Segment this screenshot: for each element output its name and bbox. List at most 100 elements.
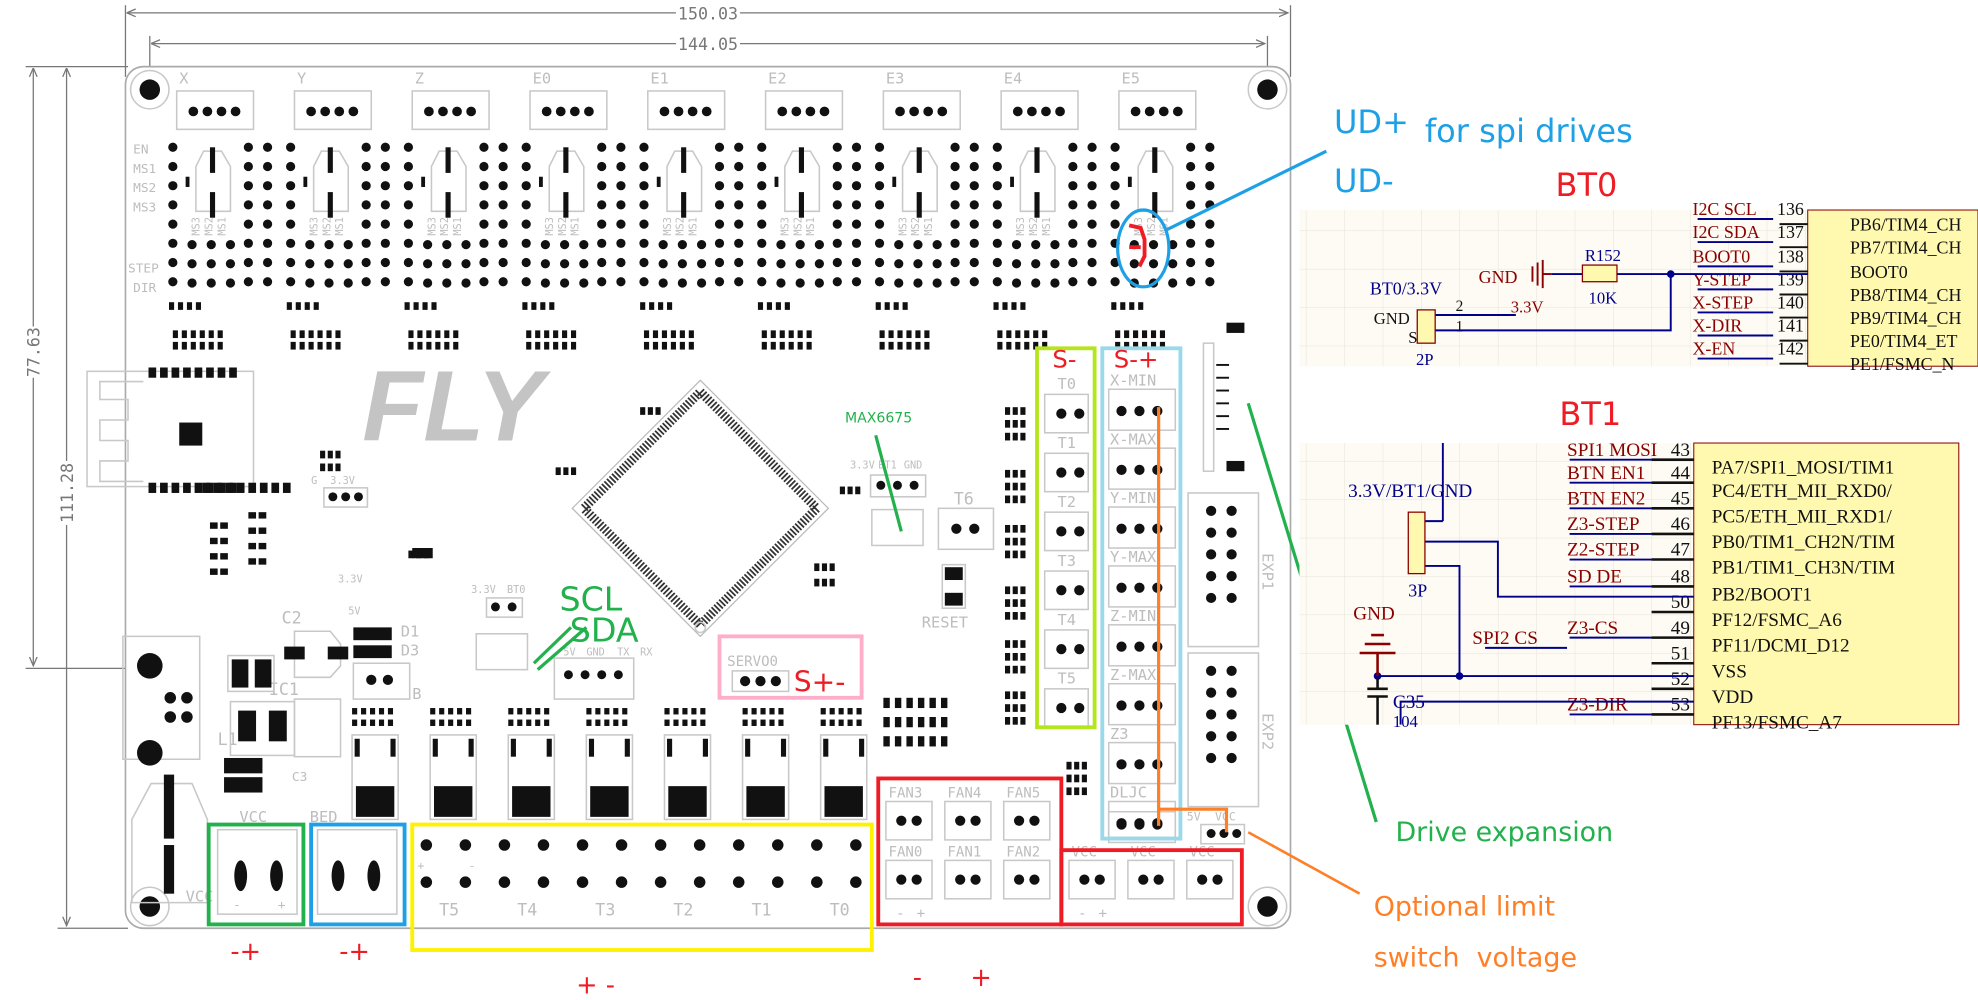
pad <box>553 330 559 339</box>
servo-box <box>717 634 864 700</box>
pin-number: 137 <box>1777 222 1804 242</box>
pad <box>814 578 820 587</box>
pin <box>597 161 607 172</box>
pad <box>875 302 881 310</box>
vcc-minus: - <box>233 898 241 913</box>
pin <box>188 106 199 117</box>
ms-label: MS2 <box>557 217 569 236</box>
pad <box>299 341 305 350</box>
pad <box>1020 640 1026 648</box>
pad <box>290 341 296 350</box>
pin <box>1226 709 1237 720</box>
pad <box>517 708 523 715</box>
pad <box>894 697 902 709</box>
v33-label: 3.3V <box>330 475 355 487</box>
pin <box>479 277 489 287</box>
pad <box>774 176 779 187</box>
ud-minus-text: UD- <box>1334 162 1394 200</box>
mcu-pin-name: PB8/TIM4_CH <box>1850 285 1962 305</box>
pad <box>640 302 646 310</box>
pin <box>832 277 842 287</box>
pad <box>604 719 610 726</box>
endstop-connector <box>1107 624 1177 667</box>
pin <box>1206 571 1217 582</box>
heater-label-t4: T4 <box>517 900 537 919</box>
pad <box>1012 586 1018 595</box>
pin <box>1068 277 1078 287</box>
driver-pin-labels: EN MS1 MS2 MS3 STEP DIR <box>128 143 159 296</box>
pad <box>915 341 921 350</box>
pad <box>426 341 432 350</box>
motor-connector <box>1118 90 1197 131</box>
pad <box>148 482 157 493</box>
vcc-fan-label: VCC <box>1189 845 1214 861</box>
pin <box>262 200 273 210</box>
c2-label: C2 <box>282 609 302 628</box>
pad <box>304 302 310 310</box>
pad <box>434 786 473 817</box>
chip-outline <box>784 150 821 213</box>
pad <box>194 367 203 378</box>
pad <box>535 330 541 339</box>
mcu-pin-name: PE1/FSMC_N <box>1850 354 1955 374</box>
heater-mosfets <box>351 708 868 821</box>
thermistor-box <box>1035 346 1097 730</box>
pad <box>190 330 196 339</box>
pin <box>1116 700 1127 711</box>
heater-label-t0: T0 <box>830 900 850 919</box>
pad <box>320 450 326 459</box>
pad <box>208 330 214 339</box>
pin <box>479 238 489 248</box>
pad <box>1034 192 1040 218</box>
mcu-pin-name: PB0/TIM1_CH2N/TIM <box>1712 532 1895 553</box>
pin <box>811 876 823 888</box>
ms-label: MS3 <box>780 217 792 236</box>
pad <box>997 330 1003 339</box>
pin <box>955 815 966 826</box>
thermistor-connector <box>1043 570 1089 611</box>
pad <box>595 708 601 715</box>
pad <box>670 330 676 339</box>
pin <box>992 219 1002 229</box>
pad <box>326 330 332 339</box>
misc-silk-labels: C2 C3 IC1 L1 D1 D3 B 3.3V 5V <box>218 574 422 785</box>
pin <box>1226 527 1237 538</box>
pin <box>597 142 607 152</box>
pad <box>526 708 532 715</box>
pad <box>563 147 569 173</box>
motor-connector <box>529 90 608 131</box>
pin <box>616 200 626 210</box>
pad <box>435 330 441 339</box>
pin <box>874 277 885 287</box>
mcu-pin-name: VDD <box>1712 687 1754 708</box>
pad <box>540 302 546 310</box>
pad <box>562 341 568 350</box>
v5-label: 5V <box>348 606 360 618</box>
pin <box>911 874 922 885</box>
pin <box>693 876 706 888</box>
fan-label-fan3: FAN3 <box>888 786 922 802</box>
pin <box>1110 142 1120 152</box>
pin <box>851 161 862 172</box>
pin <box>734 161 744 172</box>
pad <box>563 467 569 476</box>
vcc-box <box>206 822 306 927</box>
ic1-label: IC1 <box>269 680 299 699</box>
t6-label: T6 <box>954 489 974 508</box>
pad <box>883 717 890 728</box>
label-ms1: MS1 <box>133 162 156 177</box>
label-step: STEP <box>128 262 159 277</box>
fan-connector <box>944 859 992 900</box>
pin <box>1011 278 1022 288</box>
pin <box>1110 219 1120 229</box>
pin <box>1226 752 1237 764</box>
exp1-label: EXP1 <box>1258 553 1276 590</box>
pad <box>355 786 395 817</box>
pad <box>788 330 794 339</box>
pad <box>209 553 218 560</box>
ms-label: MS3 <box>662 217 674 236</box>
pin <box>403 238 414 248</box>
pad <box>1081 787 1087 796</box>
pad <box>445 192 451 218</box>
pin <box>654 839 667 851</box>
